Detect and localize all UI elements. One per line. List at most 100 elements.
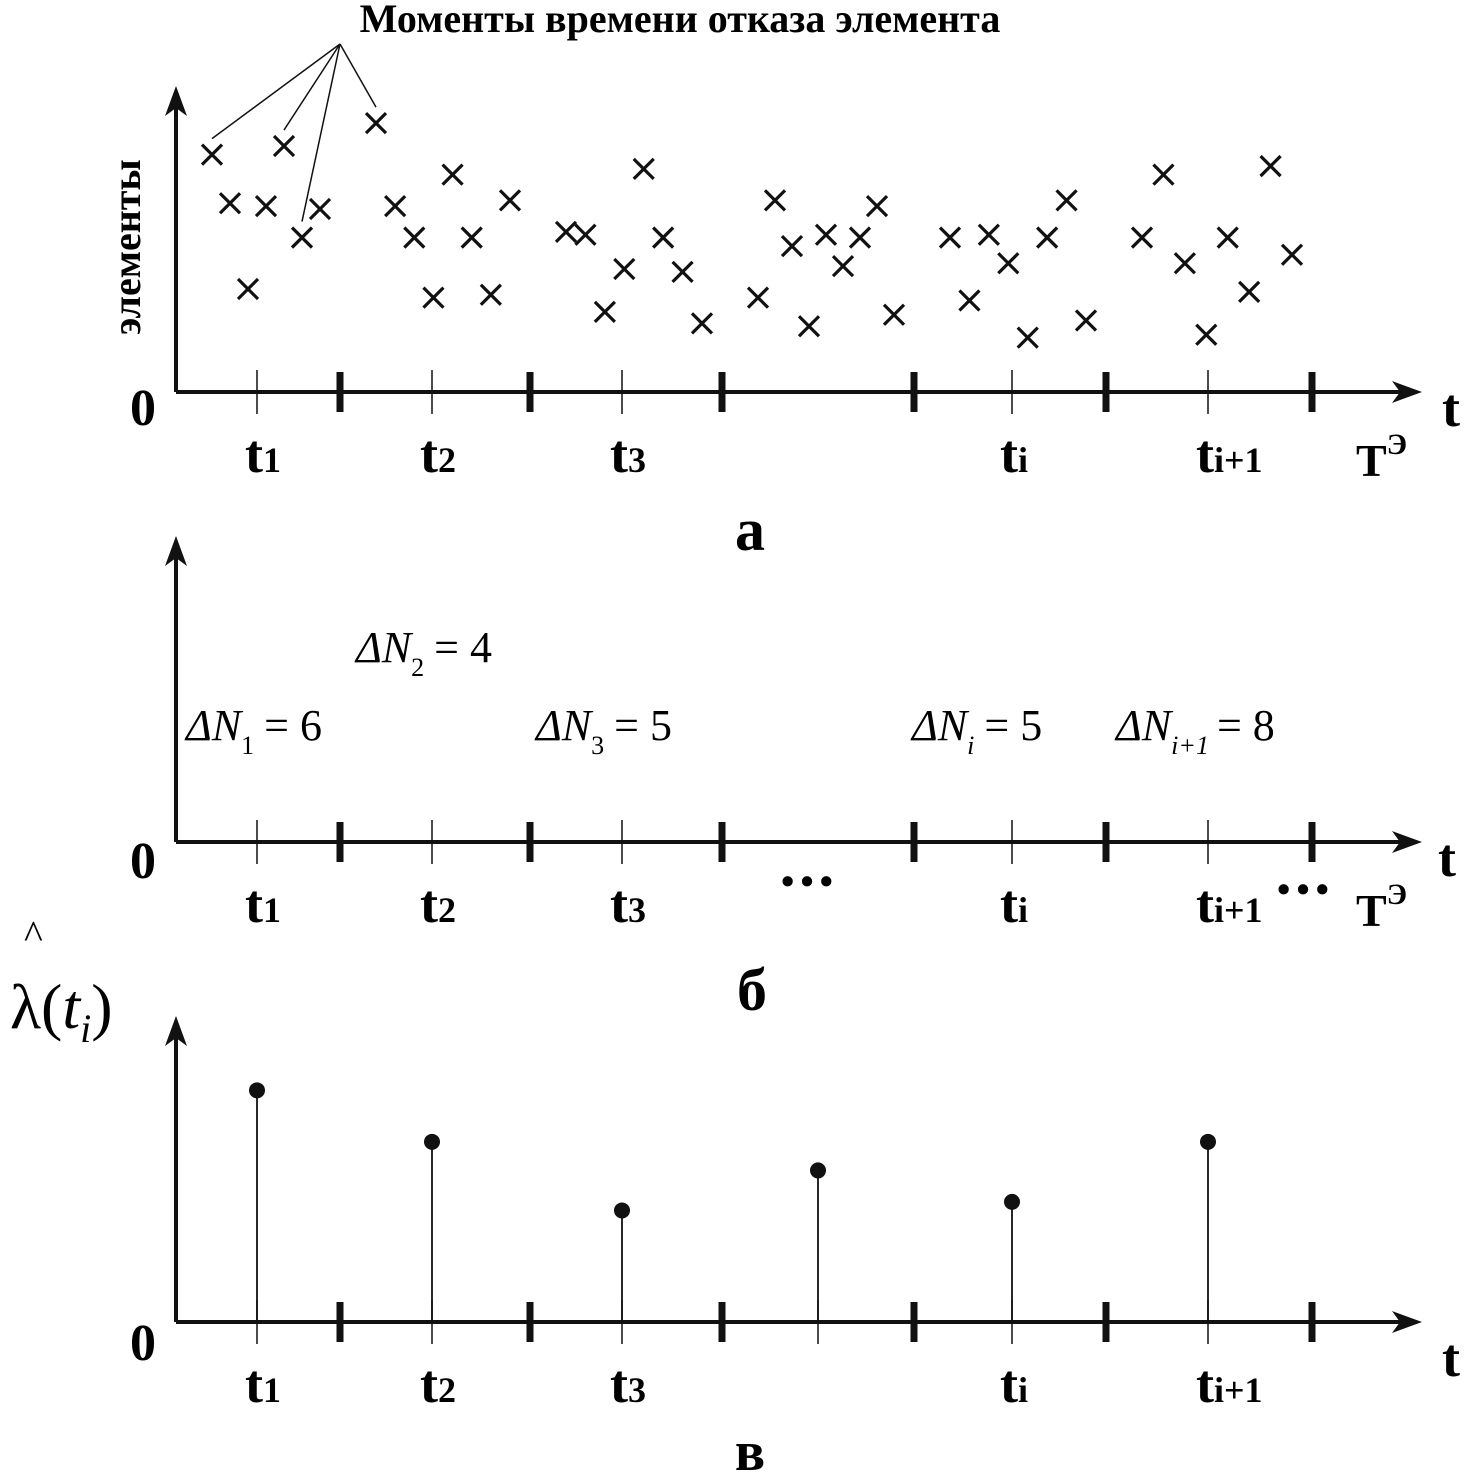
failure-mark-stroke-b [1216, 226, 1239, 249]
panel-b-x-arrow [1392, 831, 1422, 853]
panel-c-y-arrow [165, 1016, 187, 1046]
callout-leader-line [339, 43, 377, 108]
failure-mark [1074, 309, 1098, 332]
failure-mark-stroke-b [1238, 280, 1261, 304]
failure-mark-stroke-b [236, 277, 260, 301]
failure-mark-stroke-b [1055, 189, 1078, 212]
count-delta-n-3: ΔN3= 5 [534, 701, 672, 760]
failure-mark-stroke-b [218, 192, 242, 215]
count-delta-n-2: ΔN2= 4 [354, 623, 492, 682]
panel-a-interval-label: t1 [245, 424, 281, 484]
failure-mark [422, 286, 445, 309]
failure-mark [1259, 154, 1282, 178]
failure-mark-stroke-b [690, 312, 714, 335]
failure-mark-stroke-b [1074, 309, 1098, 332]
panel-c-axes [165, 1016, 1422, 1333]
panel-a-origin: 0 [130, 380, 156, 437]
stem-dot [1200, 1133, 1216, 1150]
failure-mark [254, 194, 278, 218]
failure-mark-stroke-b [200, 143, 224, 166]
failure-mark-stroke-b [384, 194, 407, 218]
stem-dot [1004, 1193, 1020, 1210]
failure-mark-stroke-b [1259, 154, 1282, 178]
panel-a-interval-label: ti [1000, 424, 1028, 484]
failure-mark [671, 260, 694, 284]
failure-mark [1055, 189, 1078, 212]
failure-mark-stroke-b [308, 197, 332, 221]
failure-mark [554, 220, 578, 243]
failure-mark-stroke-b [290, 226, 314, 249]
panel-b-interval-label: t2 [420, 874, 456, 934]
failure-mark [690, 312, 714, 335]
callout-leader-line [301, 43, 341, 222]
failure-mark-stroke-b [593, 300, 616, 324]
failure-mark [652, 226, 675, 249]
failure-mark [384, 194, 407, 218]
failure-mark [814, 223, 838, 246]
panel-a-interval-label: t2 [420, 424, 456, 484]
panel-a-interval-label: ti+1 [1196, 424, 1263, 484]
callout-lines [211, 43, 377, 222]
failure-mark-stroke-b [746, 286, 770, 309]
panel-a-interval-labels: t1 t2 t3 ti ti+1 [245, 424, 1263, 484]
failure-mark [236, 277, 260, 301]
failure-mark [882, 303, 906, 326]
failure-mark [218, 192, 242, 215]
callout-title: Моменты времени отказа элемента [360, 0, 1001, 41]
stem-dot [424, 1133, 440, 1150]
failure-mark-stroke-b [938, 226, 962, 249]
failure-mark [1216, 226, 1239, 249]
failure-mark-stroke-b [882, 303, 906, 326]
failure-mark [200, 143, 224, 166]
panel-b-axes [165, 536, 1422, 853]
failure-mark [574, 223, 597, 246]
failure-mark [364, 112, 388, 135]
panel-b-ticks [256, 820, 1316, 864]
failure-mark-stroke-b [554, 220, 578, 243]
panel-c-axis-t: t [1442, 1328, 1460, 1388]
panel-b-interval-label: t3 [610, 874, 646, 934]
failure-mark [1130, 226, 1154, 249]
failure-mark-stroke-b [977, 223, 1000, 246]
failure-mark-stroke-b [831, 255, 855, 278]
failure-mark [272, 134, 296, 158]
panel-c-stems [249, 1082, 1216, 1322]
failure-mark-stroke-b [272, 134, 296, 158]
failure-mark-stroke-b [865, 194, 889, 218]
panel-b-ellipsis: ••• [781, 861, 839, 903]
panel-a-end-label: ТЭ [1356, 428, 1407, 486]
panel-a-y-arrow [165, 86, 187, 116]
failure-mark [593, 300, 616, 324]
panel-a-interval-label: t3 [610, 424, 646, 484]
panel-b-axis-t: t [1438, 828, 1456, 888]
failure-mark [1152, 163, 1175, 186]
panel-b-interval-label: t1 [245, 874, 281, 934]
failure-mark-stroke-b [1173, 252, 1196, 275]
panel-c-interval-label: t2 [420, 1354, 456, 1414]
failure-mark-stroke-b [1016, 326, 1039, 349]
failure-mark-stroke-b [1036, 226, 1059, 249]
failure-mark [613, 257, 636, 281]
failure-mark [290, 226, 314, 249]
failure-mark [479, 283, 502, 306]
failure-mark-stroke-b [1130, 226, 1154, 249]
panel-b-letter: б [737, 957, 767, 1023]
failure-mark [1036, 226, 1059, 249]
failure-mark-stroke-b [574, 223, 597, 246]
count-delta-n-1: ΔN1= 6 [184, 701, 322, 760]
panel-a-ylabel: элементы [104, 159, 149, 335]
failure-mark [797, 315, 821, 338]
failure-mark [958, 289, 981, 312]
failure-mark [1195, 323, 1218, 346]
failure-mark-stroke-b [1152, 163, 1175, 186]
failure-mark [498, 189, 522, 212]
failure-mark-stroke-b [763, 189, 787, 212]
failure-mark [865, 194, 889, 218]
failure-mark-stroke-b [958, 289, 981, 312]
failure-mark-stroke-b [797, 315, 821, 338]
failure-mark [460, 226, 483, 249]
